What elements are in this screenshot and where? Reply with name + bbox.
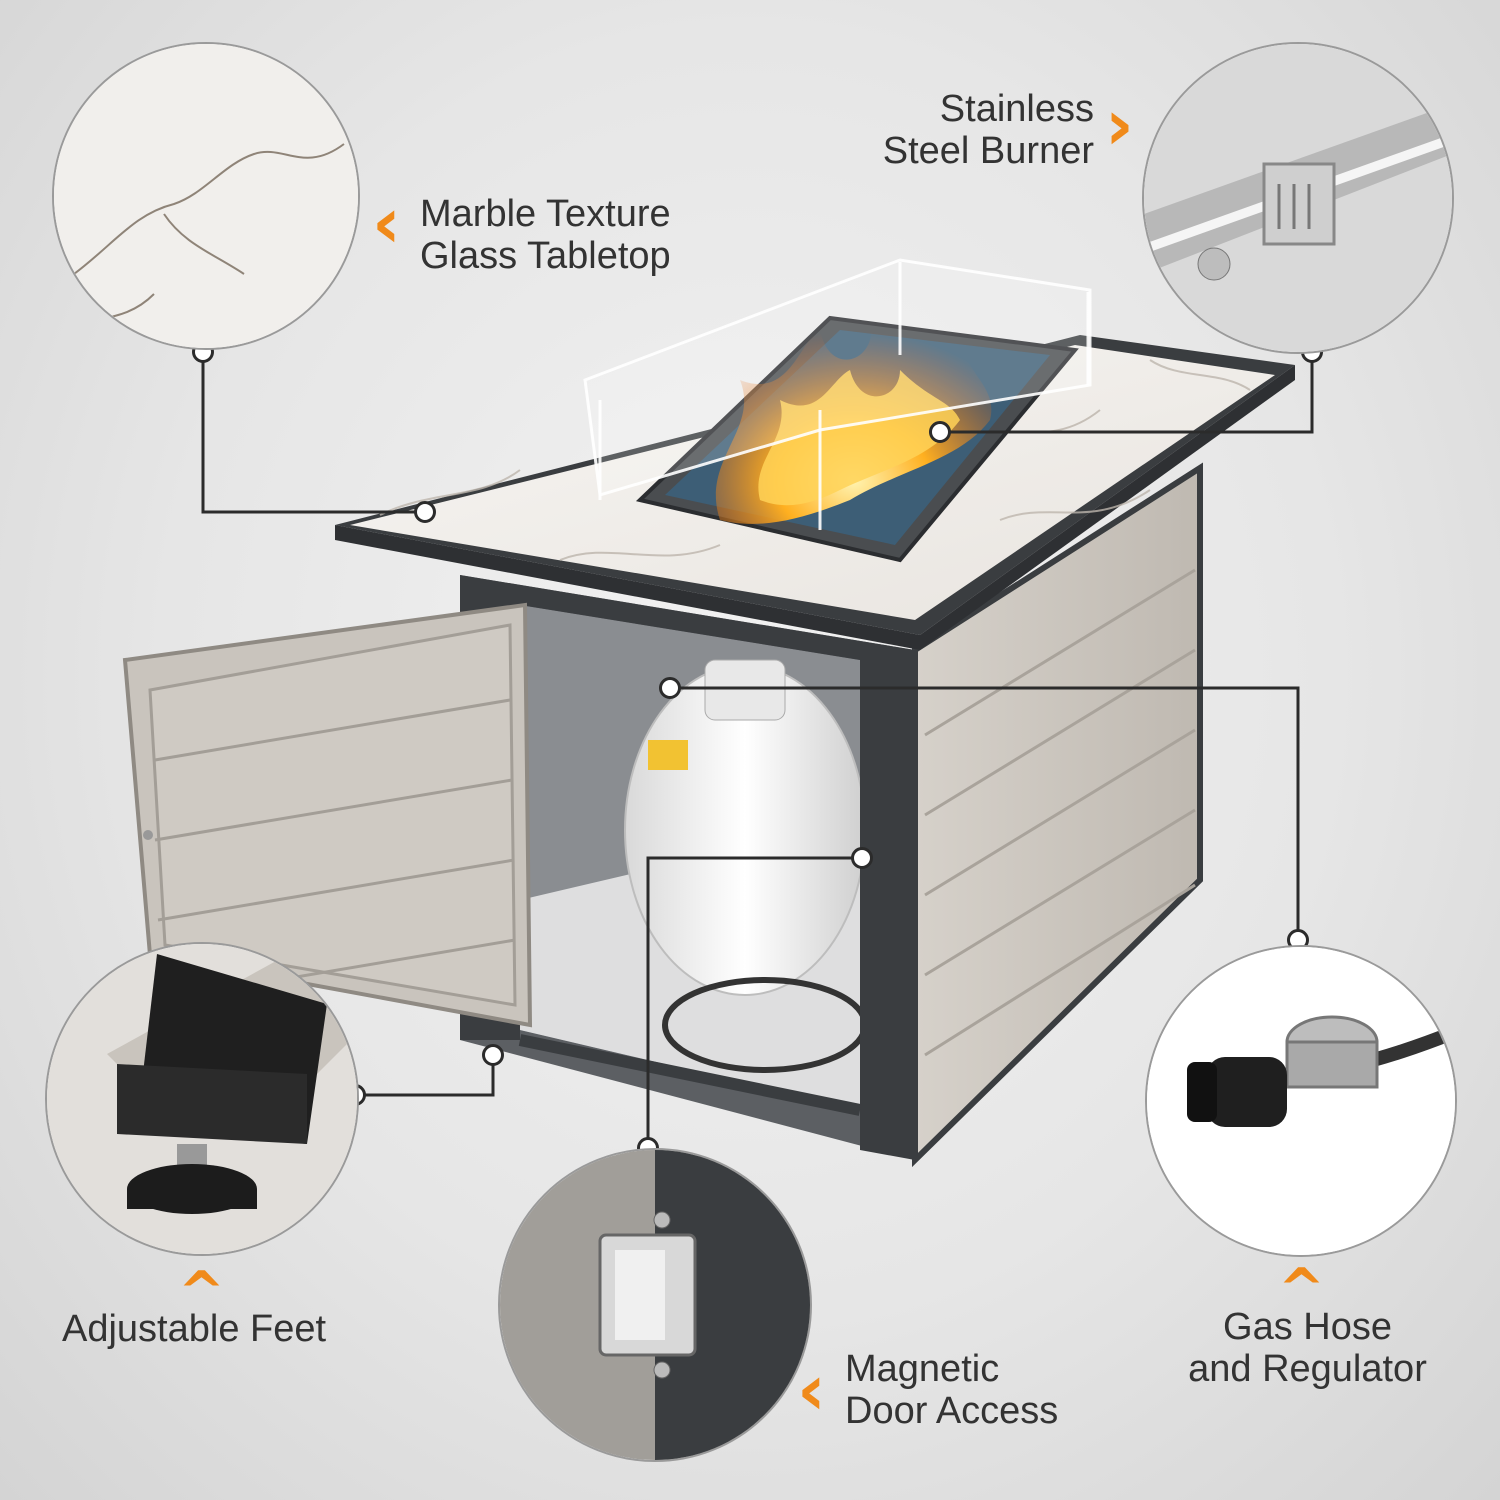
chevron-up-icon: ^ bbox=[1278, 1257, 1325, 1322]
label-marble-tabletop: Marble Texture Glass Tabletop bbox=[420, 193, 671, 277]
dot-burner-product bbox=[929, 421, 951, 443]
label-gas-hose-regulator: Gas Hose and Regulator bbox=[1180, 1306, 1435, 1390]
chevron-left-icon: ‹ bbox=[797, 1349, 826, 1431]
label-line: Gas Hose bbox=[1223, 1306, 1392, 1348]
label-line: and Regulator bbox=[1188, 1348, 1427, 1390]
inset-magnetic-door bbox=[498, 1148, 812, 1462]
label-line: Marble Texture bbox=[420, 193, 671, 235]
label-line: Steel Burner bbox=[882, 130, 1094, 172]
label-line: Adjustable Feet bbox=[62, 1308, 327, 1350]
label-stainless-burner: Stainless Steel Burner bbox=[872, 88, 1094, 172]
chevron-right-icon: › bbox=[1105, 84, 1134, 166]
open-door bbox=[122, 602, 533, 1028]
glass-wind-guard bbox=[583, 258, 1092, 530]
dot-feet-product bbox=[482, 1044, 504, 1066]
chevron-left-icon: ‹ bbox=[372, 182, 401, 264]
dot-hose-product bbox=[659, 677, 681, 699]
inset-adjustable-feet bbox=[45, 942, 359, 1256]
dot-tabletop-product bbox=[414, 501, 436, 523]
chevron-up-icon: ^ bbox=[178, 1260, 225, 1325]
label-line: Magnetic bbox=[845, 1348, 1000, 1390]
label-line: Stainless bbox=[939, 88, 1094, 130]
inset-gas-hose-regulator bbox=[1145, 945, 1457, 1257]
label-magnetic-door: Magnetic Door Access bbox=[845, 1348, 1058, 1432]
label-line: Door Access bbox=[845, 1390, 1059, 1432]
flames bbox=[715, 310, 992, 524]
inset-marble-tabletop bbox=[52, 42, 360, 350]
dot-door-product bbox=[851, 847, 873, 869]
label-adjustable-feet: Adjustable Feet bbox=[62, 1308, 326, 1350]
label-line: Glass Tabletop bbox=[420, 235, 671, 277]
inset-stainless-burner bbox=[1142, 42, 1454, 354]
